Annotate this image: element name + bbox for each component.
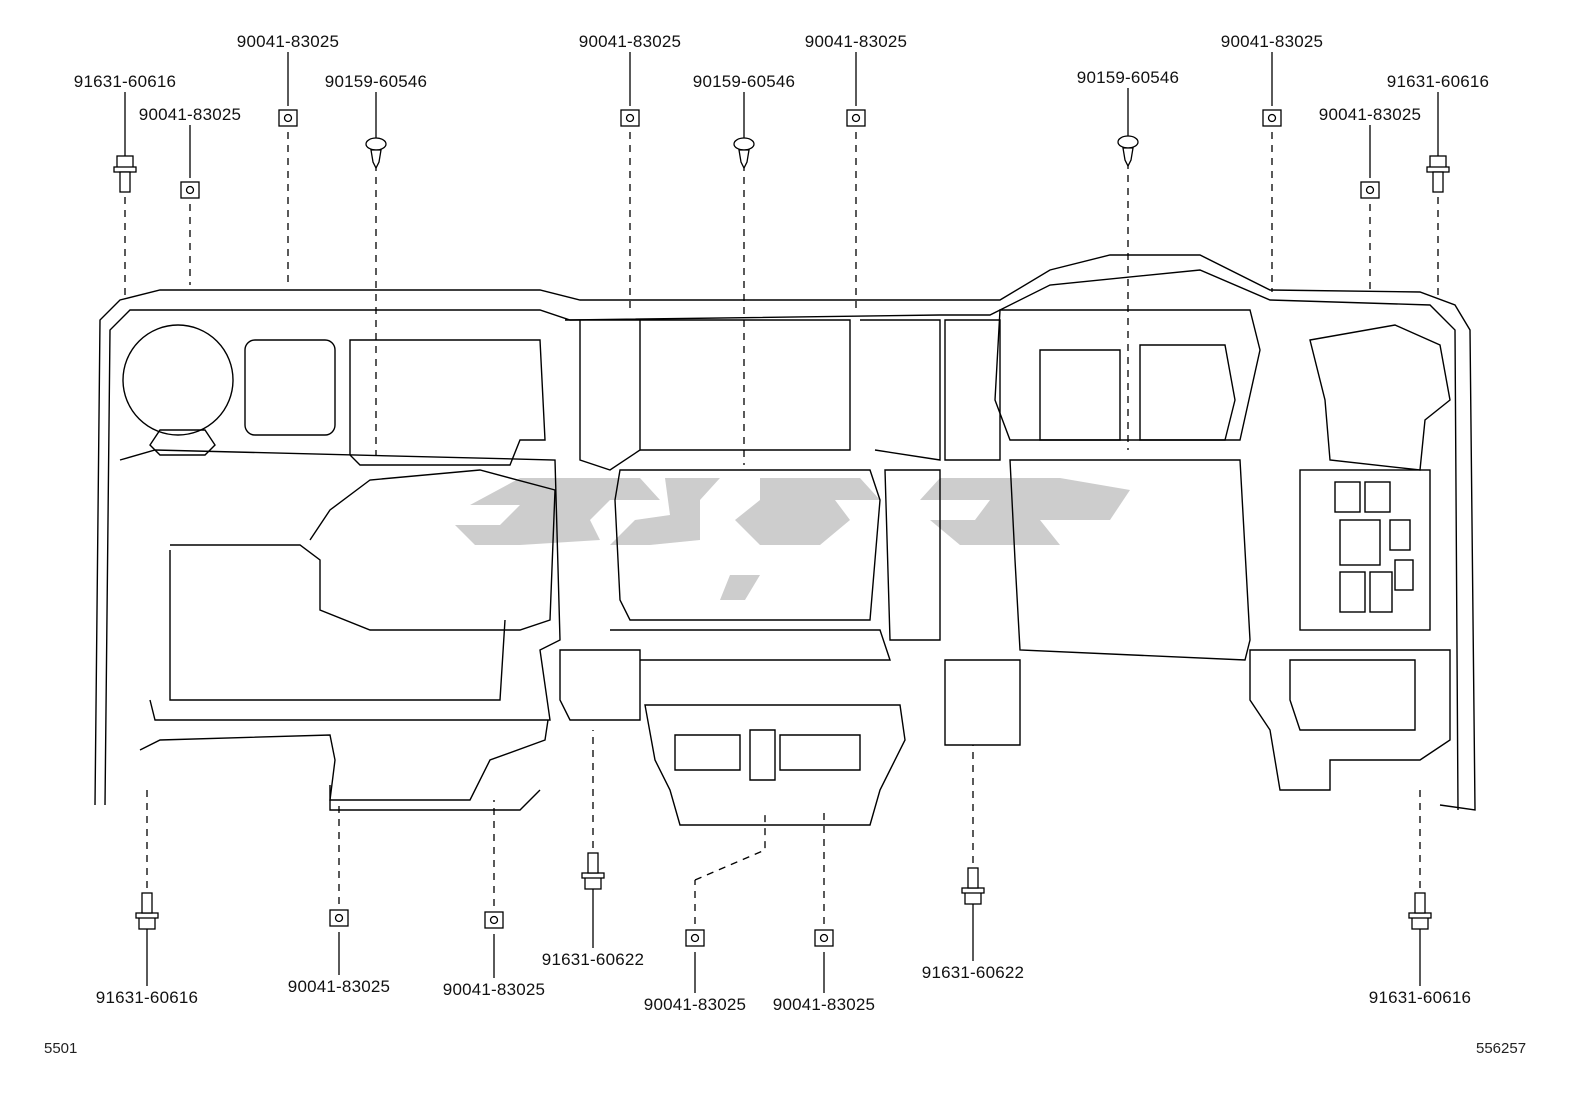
clip-nut-icon <box>620 109 640 127</box>
part-number-label: 91631-60616 <box>1386 72 1490 91</box>
part-number-label: 91631-60616 <box>95 988 199 1007</box>
tapping-screw-icon <box>1117 135 1139 168</box>
flange-bolt-icon <box>113 155 137 193</box>
clip-nut-icon <box>846 109 866 127</box>
watermark-logo <box>455 478 1130 600</box>
clip-nut-icon <box>685 929 705 947</box>
part-number-label: 90041-83025 <box>442 980 546 999</box>
part-number-label: 90041-83025 <box>1318 105 1422 124</box>
flange-bolt-icon <box>961 867 985 905</box>
page-code: 5501 <box>44 1040 78 1057</box>
flange-bolt-icon <box>1408 892 1432 930</box>
part-number-label: 91631-60616 <box>73 72 177 91</box>
diagram-number: 556257 <box>1476 1040 1527 1057</box>
clip-nut-icon <box>484 911 504 929</box>
tapping-screw-icon <box>733 137 755 170</box>
part-number-label: 90041-83025 <box>772 995 876 1014</box>
flange-bolt-icon <box>135 892 159 930</box>
clip-nut-icon <box>278 109 298 127</box>
tapping-screw-icon <box>365 137 387 170</box>
part-number-label: 90041-83025 <box>236 32 340 51</box>
instrument-panel-outline <box>94 254 1476 826</box>
part-number-label: 91631-60622 <box>921 963 1025 982</box>
part-number-label: 90041-83025 <box>287 977 391 996</box>
part-number-label: 90041-83025 <box>804 32 908 51</box>
part-number-label: 90041-83025 <box>578 32 682 51</box>
part-number-label: 90041-83025 <box>138 105 242 124</box>
clip-nut-icon <box>814 929 834 947</box>
flange-bolt-icon <box>1426 155 1450 193</box>
clip-nut-icon <box>329 909 349 927</box>
flange-bolt-icon <box>581 852 605 890</box>
part-number-label: 90041-83025 <box>1220 32 1324 51</box>
part-number-label: 91631-60622 <box>541 950 645 969</box>
clip-nut-icon <box>1360 181 1380 199</box>
dashed-leader-line <box>694 810 766 881</box>
part-number-label: 90159-60546 <box>1076 68 1180 87</box>
part-number-label: 91631-60616 <box>1368 988 1472 1007</box>
part-number-label: 90159-60546 <box>324 72 428 91</box>
clip-nut-icon <box>1262 109 1282 127</box>
part-number-label: 90041-83025 <box>643 995 747 1014</box>
part-number-label: 90159-60546 <box>692 72 796 91</box>
clip-nut-icon <box>180 181 200 199</box>
